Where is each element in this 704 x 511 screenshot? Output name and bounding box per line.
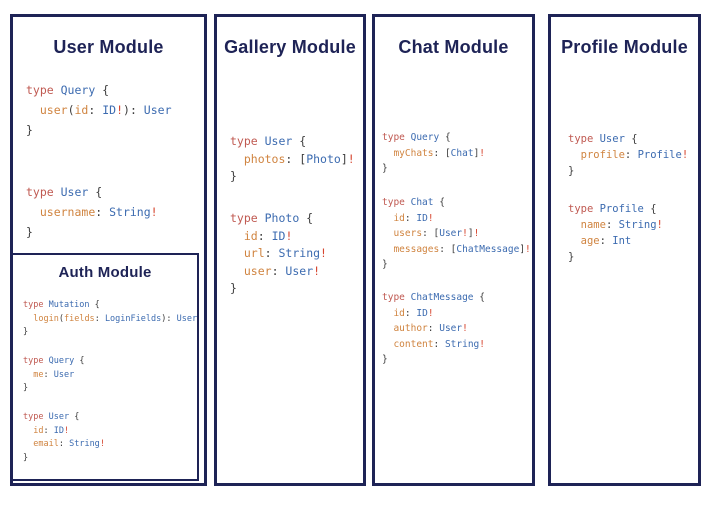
code-line: } [26, 123, 33, 137]
code-line: type User { [23, 412, 80, 422]
module-title-gallery: Gallery Module [224, 37, 356, 57]
code-block: type Photo { id: ID! url: String! user: … [230, 210, 327, 298]
code-line: name: String! [580, 219, 663, 231]
code-line: } [568, 251, 575, 263]
code-line: users: [User!]! [393, 228, 480, 239]
code-line: type Query { [23, 356, 85, 366]
code-line: username: String! [39, 205, 158, 219]
code-line: type User { [568, 133, 638, 145]
code-area-auth: type Mutation { login(fields: LoginField… [13, 255, 197, 479]
code-block: type Chat { id: ID! users: [User!]! mess… [382, 195, 531, 273]
module-title-user: User Module [53, 37, 164, 57]
code-line: photos: [Photo]! [243, 151, 355, 166]
code-block: type User { username: String!} [26, 182, 158, 242]
code-line: } [382, 354, 388, 365]
code-line: } [568, 165, 575, 177]
module-title-chat: Chat Module [398, 37, 509, 57]
code-line: myChats: [Chat]! [393, 147, 486, 159]
code-line: type Mutation { [23, 300, 100, 310]
code-line: content: String! [393, 338, 486, 350]
code-line: type Chat { [382, 197, 445, 208]
code-line: } [23, 327, 29, 337]
code-line: type ChatMessage { [382, 292, 485, 303]
code-line: id: ID! [33, 425, 70, 436]
code-area-gallery: type User { photos: [Photo]!}type Photo … [217, 17, 363, 483]
code-block: type ChatMessage { id: ID! author: User!… [382, 290, 485, 368]
code-line: type Profile { [568, 203, 657, 215]
code-line: id: ID! [393, 307, 434, 319]
code-line: type Photo { [230, 211, 314, 225]
code-line: id: ID! [393, 212, 434, 224]
code-line: } [23, 452, 29, 463]
code-line: url: String! [243, 246, 327, 260]
code-line: type User { [26, 185, 103, 199]
code-area-chat: type Query { myChats: [Chat]!}type Chat … [375, 17, 532, 483]
code-block: type User { id: ID! email: String!} [23, 411, 105, 465]
code-block: type User { profile: Profile!} [568, 131, 688, 179]
module-title-auth: Auth Module [58, 264, 152, 281]
code-line: author: User! [393, 323, 468, 334]
module-title-profile: Profile Module [561, 37, 688, 57]
code-block: type Profile { name: String! age: Int} [568, 201, 663, 265]
code-line: me: User [33, 369, 75, 380]
code-line: } [26, 225, 33, 239]
code-line: user(id: ID!): User [39, 103, 172, 117]
code-line: login(fields: LoginFields): User [33, 313, 198, 324]
module-auth: Auth Module type Mutation { login(fields… [11, 253, 199, 481]
code-line: type User { [230, 134, 307, 148]
module-gallery: Gallery Module type User { photos: [Phot… [214, 14, 366, 486]
module-chat: Chat Module type Query { myChats: [Chat]… [372, 14, 535, 486]
code-line: user: User! [243, 263, 321, 278]
code-line: id: ID! [243, 228, 293, 243]
code-line: } [230, 281, 237, 295]
code-line: type Query { [26, 83, 110, 97]
code-line: messages: [ChatMessage]! [393, 243, 531, 255]
code-block: type User { photos: [Photo]!} [230, 133, 355, 186]
code-line: } [23, 383, 29, 393]
module-profile: Profile Module type User { profile: Prof… [548, 14, 701, 486]
code-block: type Mutation { login(fields: LoginField… [23, 299, 197, 340]
code-line: } [382, 259, 388, 270]
code-block: type Query { me: User} [23, 355, 84, 396]
code-line: } [230, 169, 237, 183]
code-line: profile: Profile! [580, 149, 689, 161]
code-line: email: String! [33, 439, 105, 449]
code-area-profile: type User { profile: Profile!}type Profi… [551, 17, 698, 483]
code-area-user: type Query { user(id: ID!): User}type Us… [13, 17, 204, 483]
code-line: } [382, 163, 388, 174]
code-line: age: Int [580, 235, 632, 247]
code-block: type Query { user(id: ID!): User} [26, 80, 172, 140]
code-line: type Query { [382, 132, 451, 143]
module-user: User Module type Query { user(id: ID!): … [10, 14, 207, 486]
code-block: type Query { myChats: [Chat]!} [382, 130, 485, 177]
